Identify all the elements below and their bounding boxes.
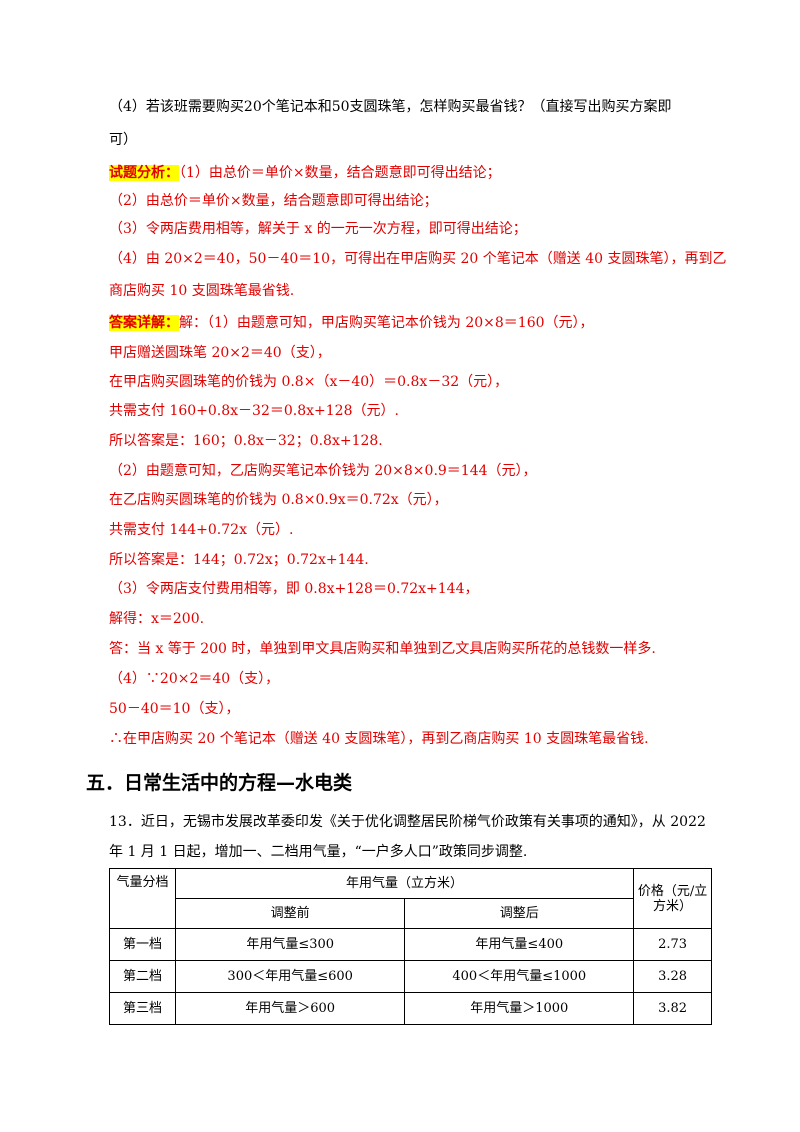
question-4-line-2: 可）	[109, 132, 137, 148]
header-before: 调整前	[174, 898, 406, 929]
analysis-line-4: （4）由 20×2＝40，50－40＝10，可得出在甲店购买 20 个笔记本（赠…	[109, 251, 727, 267]
header-tier: 气量分档	[109, 868, 176, 929]
section-heading: 五．日常生活中的方程—水电类	[86, 772, 353, 794]
cell-after: 年用气量≤400	[404, 928, 635, 961]
cell-after: 年用气量＞1000	[404, 992, 635, 1025]
cell-price: 3.82	[633, 992, 712, 1025]
cell-tier: 第三档	[109, 992, 176, 1025]
solution-line-4: 共需支付 160+0.8x－32＝0.8x+128（元）.	[109, 403, 399, 419]
analysis-label: 试题分析：	[109, 165, 179, 181]
table-row: 第二档 300＜年用气量≤600 400＜年用气量≤1000 3.28	[109, 960, 712, 993]
solution-line-5: 所以答案是：160；0.8x－32；0.8x+128.	[109, 433, 383, 449]
solution-line-2: 甲店赠送圆珠笔 20×2＝40（支），	[109, 345, 331, 361]
header-after: 调整后	[404, 898, 635, 929]
solution-line-14: 50－40＝10（支），	[109, 701, 240, 717]
table-row: 第三档 年用气量＞600 年用气量＞1000 3.82	[109, 992, 712, 1025]
cell-before: 年用气量＞600	[174, 992, 406, 1025]
solution-line-10: （3）令两店支付费用相等，即 0.8x+128＝0.72x+144，	[109, 581, 479, 597]
solution-line-9: 所以答案是：144；0.72x；0.72x+144.	[109, 552, 369, 568]
solution-line-6: （2）由题意可知，乙店购买笔记本价钱为 20×8×0.9＝144（元），	[109, 463, 537, 479]
solution-line-11: 解得：x＝200.	[109, 611, 205, 627]
analysis-line-5: 商店购买 10 支圆珠笔最省钱.	[109, 283, 295, 299]
solution-line-3: 在甲店购买圆珠笔的价钱为 0.8×（x－40）＝0.8x－32（元），	[109, 374, 509, 390]
cell-after: 400＜年用气量≤1000	[404, 960, 635, 993]
cell-before: 年用气量≤300	[174, 928, 406, 961]
cell-tier: 第一档	[109, 928, 176, 961]
analysis-line-1: 试题分析：（1）由总价＝单价×数量，结合题意即可得出结论；	[109, 165, 501, 181]
solution-line-8: 共需支付 144+0.72x（元）.	[109, 522, 294, 538]
solution-line-12: 答：当 x 等于 200 时，单独到甲文具店购买和单独到乙文具店购买所花的总钱数…	[109, 641, 656, 657]
cell-tier: 第二档	[109, 960, 176, 993]
analysis-line-2: （2）由总价＝单价×数量，结合题意即可得出结论；	[109, 193, 438, 209]
solution-line-13: （4）∵20×2＝40（支），	[109, 671, 280, 687]
gas-price-table: 气量分档 年用气量（立方米） 价格（元/立方米） 调整前 调整后 第一档 年用气…	[109, 868, 712, 1025]
solution-line-7: 在乙店购买圆珠笔的价钱为 0.8×0.9x＝0.72x（元），	[109, 492, 448, 508]
solution-label: 答案详解：	[109, 315, 179, 331]
cell-before: 300＜年用气量≤600	[174, 960, 406, 993]
cell-price: 2.73	[633, 928, 712, 961]
table-row: 第一档 年用气量≤300 年用气量≤400 2.73	[109, 928, 712, 961]
header-annual-usage: 年用气量（立方米）	[174, 868, 635, 899]
cell-price: 3.28	[633, 960, 712, 993]
solution-line-1: 答案详解：解：（1）由题意可知，甲店购买笔记本价钱为 20×8＝160（元），	[109, 315, 594, 331]
solution-line-15: ∴在甲店购买 20 个笔记本（赠送 40 支圆珠笔），再到乙商店购买 10 支圆…	[109, 731, 649, 747]
analysis-line-3: （3）令两店费用相等，解关于 x 的一元一次方程，即可得出结论；	[109, 221, 527, 237]
problem-13-line-1: 13．近日，无锡市发展改革委印发《关于优化调整居民阶梯气价政策有关事项的通知》，…	[109, 814, 706, 830]
problem-13-line-2: 年 1 月 1 日起，增加一、二档用气量，“一户多人口”政策同步调整.	[109, 844, 528, 860]
header-price: 价格（元/立方米）	[633, 868, 712, 929]
question-4-line-1: （4）若该班需要购买20个笔记本和50支圆珠笔，怎样购买最省钱？（直接写出购买方…	[109, 99, 672, 115]
